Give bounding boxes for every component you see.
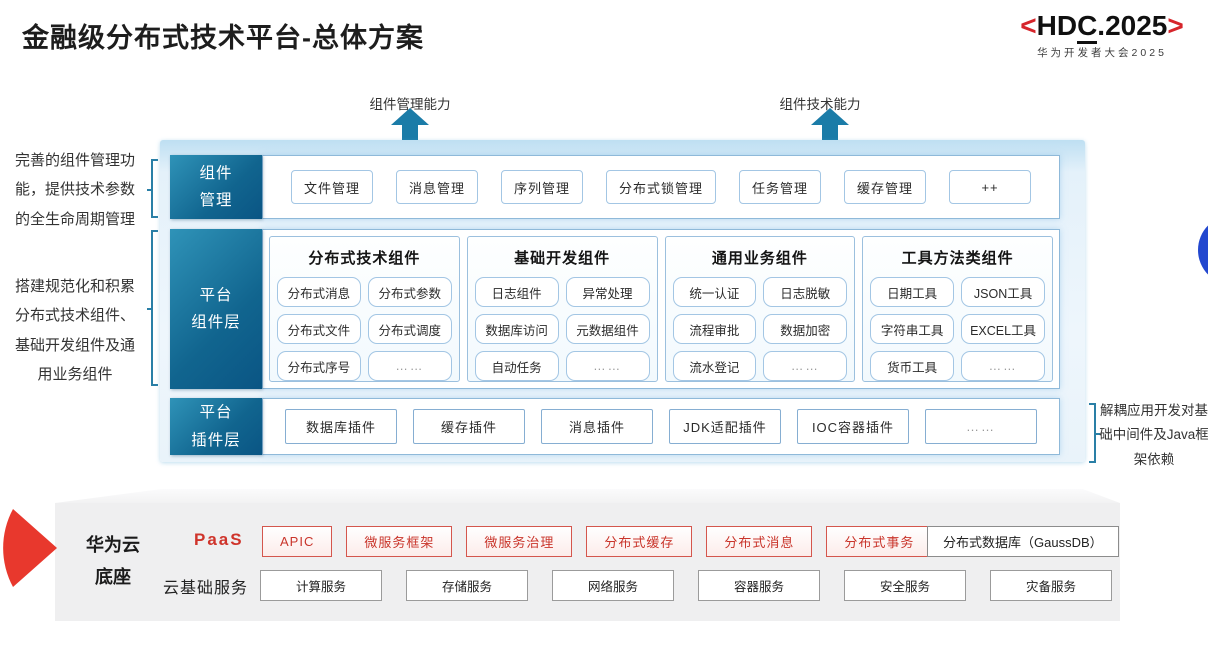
paas-item: 微服务治理 (466, 526, 573, 557)
component-item: …… (763, 351, 848, 381)
hdc-logo-text: <HDC.2025> (1000, 10, 1204, 44)
platform-component-groups: 分布式技术组件 分布式消息分布式参数分布式文件分布式调度分布式序号…… 基础开发… (262, 229, 1060, 389)
blue-circle-decoration (1198, 215, 1208, 285)
layer-row-component-management: 组件 管理 文件管理消息管理序列管理分布式锁管理任务管理缓存管理 ++ (170, 155, 1060, 219)
logo-subtitle: 华为开发者大会2025 (1037, 47, 1167, 59)
paas-item: 分布式缓存 (586, 526, 693, 557)
plugin-item: 缓存插件 (413, 409, 525, 444)
plugin-items: 数据库插件缓存插件消息插件 JDK适配插件 IOC容器插件 …… (262, 398, 1060, 455)
management-item: 缓存管理 (844, 170, 927, 204)
cloud-basic-services-label: 云基础服务 (163, 580, 249, 597)
component-item: 流程审批 (672, 314, 757, 344)
component-item: 数据加密 (763, 314, 848, 344)
paas-item: 分布式消息 (706, 526, 813, 557)
component-item: 自动任务 (474, 351, 559, 381)
gaussdb-item: 分布式数据库（GaussDB） (927, 526, 1119, 557)
paas-item: 微服务框架 (346, 526, 453, 557)
group-items: 统一认证日志脱敏流程审批数据加密流水登记…… (672, 277, 848, 381)
component-management-items: 文件管理消息管理序列管理分布式锁管理任务管理缓存管理 ++ (262, 155, 1060, 219)
component-item: 分布式文件 (277, 314, 361, 344)
group-title: 分布式技术组件 (308, 250, 421, 267)
logo-right-bracket-icon: > (1167, 10, 1184, 41)
layer-label-platform-plugins: 平台 插件层 (170, 398, 262, 455)
group-basic-dev: 基础开发组件 日志组件异常处理数据库访问元数据组件自动任务…… (466, 236, 658, 382)
management-item: 消息管理 (395, 170, 478, 204)
component-item: …… (565, 351, 650, 381)
layer-row-platform-components: 平台 组件层 分布式技术组件 分布式消息分布式参数分布式文件分布式调度分布式序号… (170, 229, 1060, 389)
layer-row-platform-plugins: 平台 插件层 数据库插件缓存插件消息插件 JDK适配插件 IOC容器插件 …… (170, 398, 1060, 455)
component-item: …… (961, 351, 1045, 381)
logo-hd: HD (1036, 10, 1078, 41)
group-distributed-tech: 分布式技术组件 分布式消息分布式参数分布式文件分布式调度分布式序号…… (269, 236, 460, 382)
iaas-item: 计算服务 (260, 570, 382, 601)
management-capability-label: 组件管理能力 (369, 97, 451, 112)
iaas-item: 安全服务 (844, 570, 966, 601)
note-component-accumulation: 搭建规范化和积累分布式技术组件、基础开发组件及通用业务组件 (14, 278, 135, 383)
component-item: 日期工具 (870, 277, 955, 307)
component-item: JSON工具 (961, 277, 1045, 307)
group-common-business: 通用业务组件 统一认证日志脱敏流程审批数据加密流水登记…… (664, 236, 856, 382)
component-item: 流水登记 (672, 351, 757, 381)
up-arrow-icon (391, 108, 429, 141)
component-item: 日志脱敏 (763, 277, 848, 307)
note-decoupling: 解耦应用开发对基础中间件及Java框架依赖 (1099, 403, 1208, 467)
layer-label-component-management: 组件 管理 (170, 155, 262, 219)
right-bracket-icon (1089, 403, 1100, 463)
component-item: 元数据组件 (565, 314, 650, 344)
management-item: 分布式锁管理 (606, 170, 717, 204)
red-wedge-icon (3, 509, 57, 587)
plugin-item: 消息插件 (541, 409, 653, 444)
plugin-item: IOC容器插件 (797, 409, 909, 444)
management-item: 序列管理 (500, 170, 583, 204)
component-item: 统一认证 (672, 277, 757, 307)
component-item: 数据库访问 (474, 314, 559, 344)
group-title: 基础开发组件 (514, 250, 611, 267)
page-title: 金融级分布式技术平台-总体方案 (22, 23, 424, 53)
group-items: 日志组件异常处理数据库访问元数据组件自动任务…… (474, 277, 650, 381)
plugin-item: 数据库插件 (285, 409, 397, 444)
logo-left-bracket-icon: < (1020, 10, 1037, 41)
left-bracket-icon (147, 159, 158, 218)
iaas-item: 灾备服务 (990, 570, 1112, 601)
management-item: ++ (949, 170, 1032, 204)
iaas-item: 存储服务 (406, 570, 528, 601)
logo-year: .2025 (1097, 10, 1168, 41)
paas-item: APIC (262, 526, 333, 557)
management-item: 任务管理 (739, 170, 822, 204)
up-arrow-icon (811, 108, 849, 141)
group-items: 分布式消息分布式参数分布式文件分布式调度分布式序号…… (277, 277, 452, 381)
component-item: 异常处理 (565, 277, 650, 307)
component-item: EXCEL工具 (961, 314, 1045, 344)
component-item: 货币工具 (870, 351, 955, 381)
component-item: …… (367, 351, 452, 381)
left-bracket-icon (147, 230, 158, 386)
component-item: 日志组件 (474, 277, 559, 307)
layer-label-platform-components: 平台 组件层 (170, 229, 262, 389)
foundation-panel: 华为云 底座 PaaS APIC 微服务框架微服务治理分布式缓存分布式消息分布式事… (55, 503, 1120, 621)
note-management-lifecycle: 完善的组件管理功能，提供技术参数的全生命周期管理 (14, 152, 135, 228)
plugin-item: …… (925, 409, 1037, 444)
component-item: 分布式调度 (367, 314, 452, 344)
component-item: 分布式消息 (277, 277, 361, 307)
iaas-item: 网络服务 (552, 570, 674, 601)
component-item: 字符串工具 (870, 314, 955, 344)
iaas-item: 容器服务 (698, 570, 820, 601)
foundation-panel-top-face (55, 489, 1120, 503)
paas-label: PaaS (194, 530, 244, 549)
iaas-items: 计算服务存储服务网络服务容器服务安全服务灾备服务 (260, 570, 1112, 601)
management-item: 文件管理 (290, 170, 373, 204)
group-title: 工具方法类组件 (901, 250, 1014, 267)
huawei-cloud-base-label: 华为云 底座 (86, 535, 140, 587)
logo-c-underlined: C (1077, 10, 1098, 44)
platform-diagram: 组件 管理 文件管理消息管理序列管理分布式锁管理任务管理缓存管理 ++ 平台 组件… (160, 140, 1085, 462)
component-item: 分布式参数 (367, 277, 452, 307)
paas-item: 分布式事务 (826, 526, 933, 557)
paas-items: APIC 微服务框架微服务治理分布式缓存分布式消息分布式事务 (262, 526, 933, 557)
hdc-logo: <HDC.2025> 华为开发者大会2025 (1000, 10, 1204, 60)
group-title: 通用业务组件 (711, 250, 808, 267)
plugin-item: JDK适配插件 (669, 409, 781, 444)
component-item: 分布式序号 (277, 351, 361, 381)
